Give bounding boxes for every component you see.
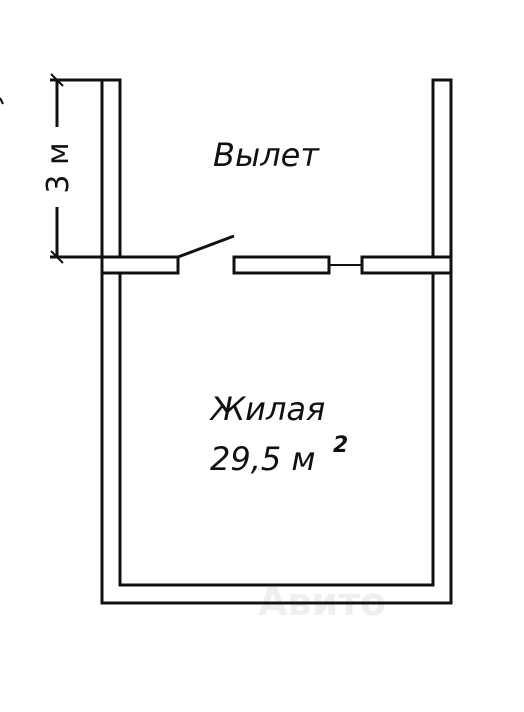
exterior-label: Вылет — [213, 136, 320, 174]
window-segment-right — [360, 255, 453, 275]
left-post-wall — [100, 78, 122, 259]
room-walls — [100, 255, 453, 605]
dimension-arrow-top — [50, 73, 64, 87]
door-leaf — [177, 234, 235, 259]
dimension-label: 3 м — [41, 142, 76, 193]
wall-segment-left — [100, 255, 180, 275]
right-post-wall — [431, 78, 453, 259]
room-area: 29,5 м — [210, 440, 316, 478]
edge-mark — [0, 97, 4, 105]
dimension-arrow-bottom — [50, 250, 64, 264]
window-segment-left — [232, 255, 331, 275]
room-area-superscript: 2 — [333, 433, 348, 458]
room-name: Жилая — [209, 390, 326, 428]
